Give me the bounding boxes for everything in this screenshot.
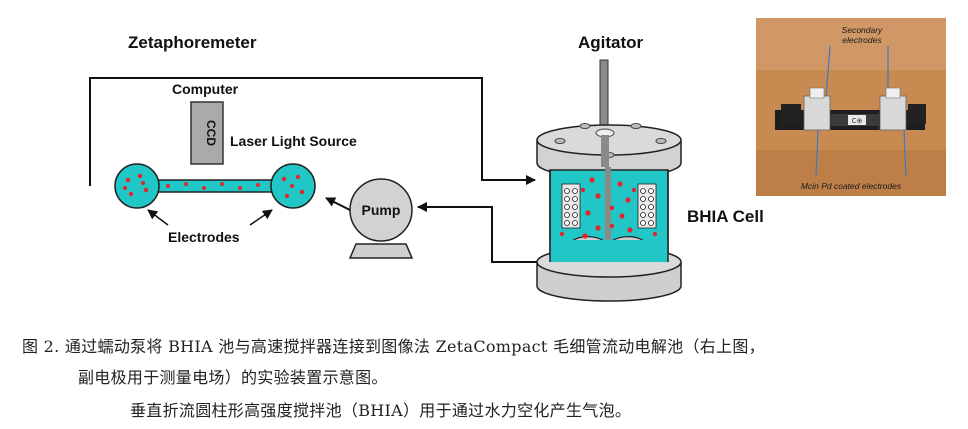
caption-line-3: 垂直折流圆柱形高强度搅拌池（BHIA）用于通过水力空化产生气泡。 (130, 401, 632, 420)
pump: Pump (348, 178, 414, 259)
electrodes-label: Electrodes (168, 229, 240, 245)
electrode-pointer-right (249, 209, 273, 226)
device-mark: C⊕ (852, 117, 863, 125)
photo-coated-label: Mcin Pd coated electrodes (801, 181, 902, 191)
device-photo-inset: Secondary electrodes C⊕ Mcin Pd coated e… (756, 18, 946, 196)
electrode-pointer-left (147, 209, 169, 226)
computer-label: Computer (172, 81, 239, 97)
left-electrode (114, 163, 160, 209)
capillary-bubbles (123, 173, 305, 199)
ccd-camera: CCD (190, 101, 224, 165)
bhia-cell-label: BHIA Cell (687, 207, 764, 226)
zetaphorometer-label: Zetaphoremeter (128, 33, 257, 52)
device-left-block (803, 95, 831, 131)
pump-label: Pump (362, 202, 401, 218)
ccd-label: CCD (204, 120, 218, 146)
capillary-cell (114, 163, 316, 209)
photo-secondary-label-1: Secondary (842, 25, 883, 35)
photo-secondary-label-2: electrodes (842, 35, 882, 45)
bhia-cell (536, 123, 682, 302)
return-flow-line (89, 77, 536, 186)
cell-to-pump-line (417, 202, 543, 263)
device-right-block (879, 95, 907, 131)
baffles (561, 183, 657, 229)
caption-line-2: 副电极用于测量电场）的实验装置示意图。 (78, 368, 388, 387)
experimental-setup-diagram: Zetaphoremeter Computer CCD Laser Light … (89, 18, 946, 302)
laser-label: Laser Light Source (230, 133, 357, 149)
caption-line-1: 图 2. 通过蠕动泵将 BHIA 池与高速搅拌器连接到图像法 ZetaCompa… (22, 337, 765, 356)
pump-to-capillary-line (325, 197, 351, 211)
agitator-label: Agitator (578, 33, 644, 52)
